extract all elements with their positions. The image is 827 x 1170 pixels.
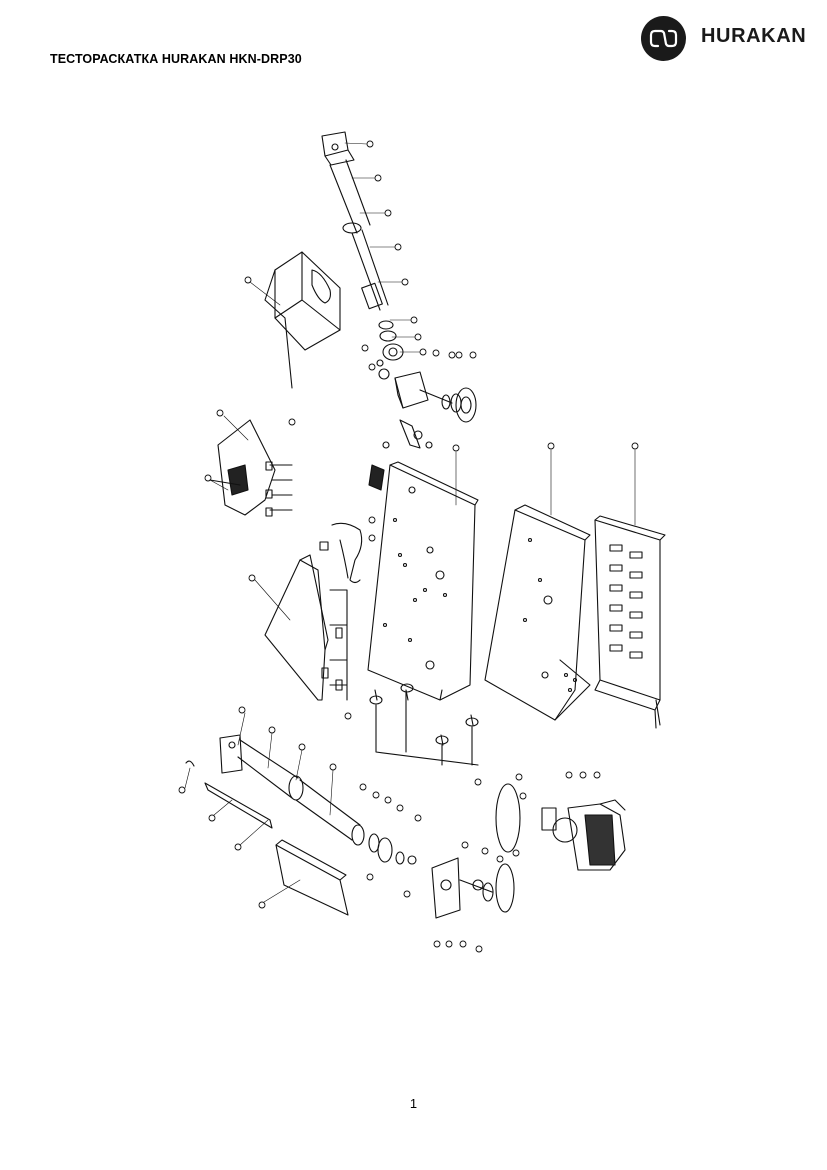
main-housing (367, 461, 479, 766)
callout-leader-lines (184, 142, 636, 903)
drive-assembly (431, 783, 626, 919)
vented-cover (594, 515, 666, 729)
top-cover-part (264, 251, 341, 389)
document-title: ТЕСТОРАСКАТКА HURAKAN HKN-DRP30 (50, 52, 302, 66)
exploded-parts-diagram (178, 131, 666, 953)
rear-plate (484, 504, 591, 721)
lower-roller-assembly (185, 734, 417, 916)
hurakan-logo-icon (641, 16, 686, 61)
brand-name: HURAKAN (701, 25, 807, 47)
page-number: 1 (409, 1096, 418, 1111)
brand-logo: HURAKAN (640, 15, 820, 63)
part-callouts (178, 140, 639, 953)
left-side-plate (264, 522, 363, 701)
side-bracket-part (209, 419, 293, 517)
upper-roller-column (321, 131, 477, 491)
